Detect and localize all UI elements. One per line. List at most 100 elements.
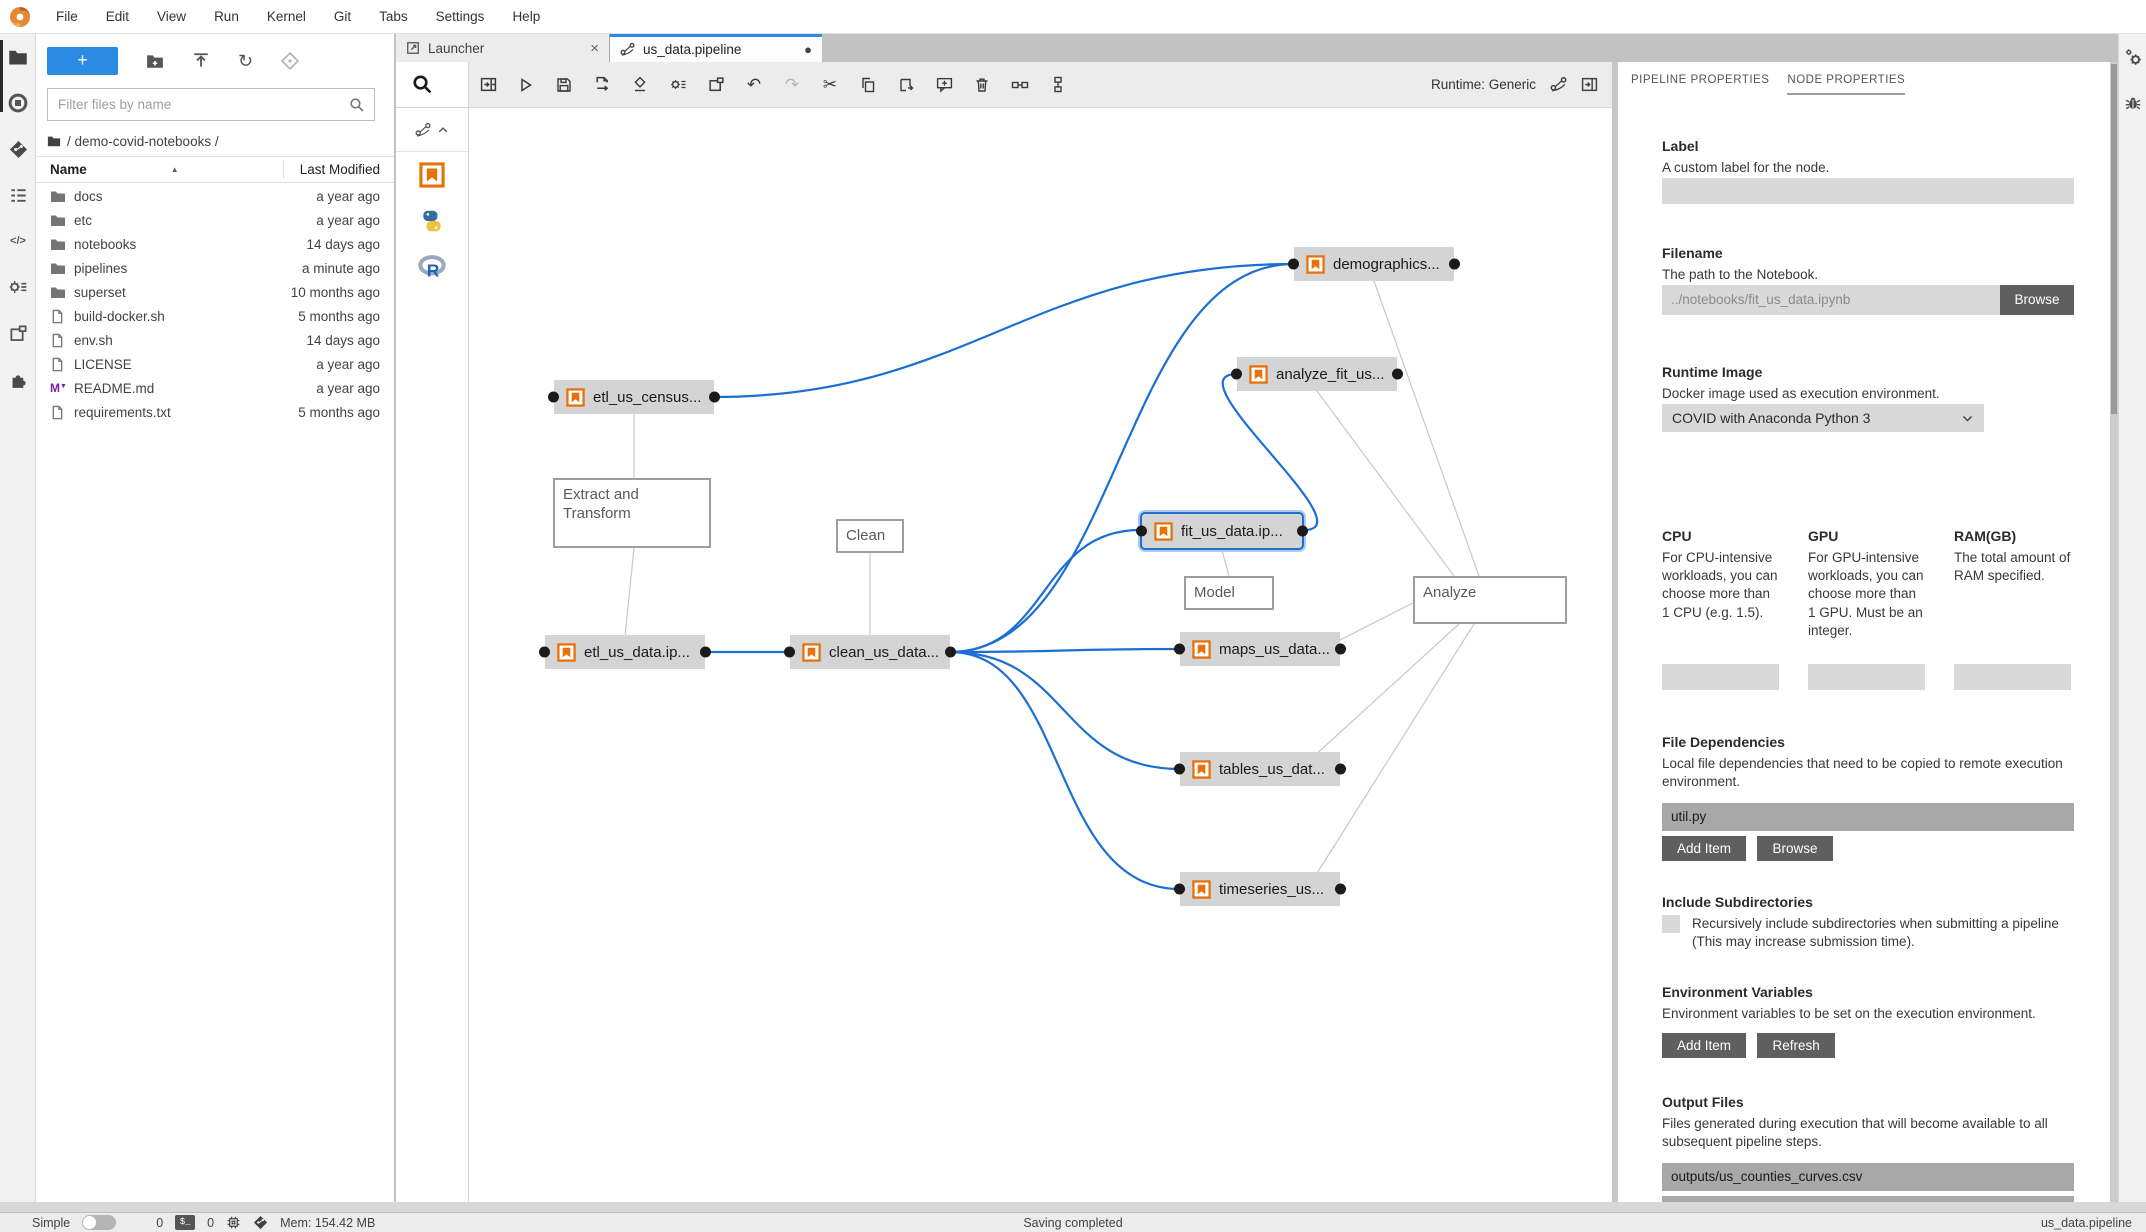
extension-manager-puzzle-icon[interactable] (0, 356, 36, 402)
menu-run[interactable]: Run (214, 8, 239, 24)
gpu-input[interactable] (1808, 664, 1925, 690)
arrange-vertically-icon[interactable] (1039, 62, 1077, 108)
comment-analyze[interactable]: Analyze (1413, 576, 1567, 624)
tab-us-data-pipeline[interactable]: us_data.pipeline ● (610, 34, 822, 62)
unsaved-changes-dot[interactable]: ● (804, 42, 812, 57)
node-fit-us-data-selected[interactable]: fit_us_data.ip... (1136, 512, 1308, 550)
output-port[interactable] (1449, 258, 1460, 270)
open-panel-icon[interactable] (469, 62, 507, 108)
property-inspector-gears-icon[interactable] (2119, 34, 2146, 80)
palette-search-cell[interactable] (396, 62, 468, 108)
label-input[interactable] (1662, 178, 2074, 204)
copy-icon[interactable] (849, 62, 887, 108)
browse-button[interactable]: Browse (1757, 836, 1833, 862)
output-port[interactable] (1335, 883, 1346, 895)
input-port[interactable] (1174, 643, 1185, 655)
input-port[interactable] (1231, 368, 1242, 380)
runtime-image-select[interactable]: COVID with Anaconda Python 3 (1662, 404, 1984, 432)
output-port[interactable] (1392, 368, 1403, 380)
close-icon[interactable]: × (590, 39, 599, 57)
input-port[interactable] (1288, 258, 1299, 270)
terminal-icon[interactable]: $_ (175, 1215, 196, 1230)
running-kernels-icon[interactable] (0, 80, 36, 126)
properties-scrollbar[interactable] (2110, 62, 2118, 1202)
output-port[interactable] (1297, 525, 1308, 537)
input-port[interactable] (539, 646, 550, 658)
palette-header[interactable] (396, 108, 468, 152)
pipeline-canvas[interactable]: Extract and Transform Clean Model Analyz… (469, 108, 1612, 1202)
pipeline-components-icon[interactable] (0, 310, 36, 356)
column-last-modified[interactable]: Last Modified (299, 162, 380, 177)
filename-browse-button[interactable]: Browse (2000, 285, 2074, 315)
file-filter-input[interactable] (48, 97, 349, 112)
node-maps-us-data[interactable]: maps_us_data... (1174, 632, 1346, 666)
menu-view[interactable]: View (157, 8, 187, 24)
undo-icon[interactable]: ↶ (746, 75, 762, 94)
git-status-icon[interactable] (253, 1215, 268, 1230)
output-port[interactable] (1335, 763, 1346, 775)
add-item-button[interactable]: Add Item (1662, 836, 1747, 862)
output-port[interactable] (945, 646, 956, 658)
save-icon[interactable] (545, 62, 583, 108)
menu-edit[interactable]: Edit (105, 8, 130, 24)
input-port[interactable] (548, 391, 559, 403)
new-folder-icon[interactable] (146, 52, 164, 70)
node-etl-us-data[interactable]: etl_us_data.ip... (539, 635, 711, 669)
menu-help[interactable]: Help (512, 8, 541, 24)
export-pipeline-icon[interactable] (583, 62, 621, 108)
output-port[interactable] (709, 391, 720, 403)
node-analyze-fit-us[interactable]: analyze_fit_us... (1231, 357, 1403, 391)
palette-item-python[interactable] (396, 198, 468, 244)
table-of-contents-icon[interactable] (0, 172, 36, 218)
property-inspector-icon[interactable] (0, 264, 36, 310)
new-launcher-button[interactable]: + (47, 47, 118, 75)
cpu-input[interactable] (1662, 664, 1779, 690)
menu-git[interactable]: Git (333, 8, 352, 24)
toggle-properties-panel-icon[interactable] (1581, 76, 1598, 93)
output-file-item[interactable]: outputs/us_counties_curves_meta.json (1662, 1196, 2074, 1202)
output-port[interactable] (1335, 643, 1346, 655)
pipeline-components-icon[interactable] (697, 62, 735, 108)
palette-item-r[interactable]: R (396, 244, 468, 290)
menu-tabs[interactable]: Tabs (379, 8, 408, 24)
menu-settings[interactable]: Settings (435, 8, 485, 24)
palette-item-notebook[interactable] (396, 152, 468, 198)
menu-kernel[interactable]: Kernel (266, 8, 306, 24)
node-tables-us-data[interactable]: tables_us_dat... (1174, 752, 1346, 786)
node-timeseries-us[interactable]: timeseries_us... (1174, 872, 1346, 906)
cut-icon[interactable]: ✂ (822, 75, 838, 94)
paste-icon[interactable] (887, 62, 925, 108)
debugger-bug-icon[interactable] (2119, 80, 2146, 126)
runtime-config-icon[interactable] (659, 62, 697, 108)
clear-pipeline-icon[interactable] (621, 62, 659, 108)
upload-icon[interactable] (192, 52, 210, 70)
filename-input[interactable]: ../notebooks/fit_us_data.ipynb (1662, 285, 2000, 315)
input-port[interactable] (1174, 883, 1185, 895)
menu-file[interactable]: File (56, 8, 78, 24)
add-comment-icon[interactable] (925, 62, 963, 108)
output-port[interactable] (700, 646, 711, 658)
ram-input[interactable] (1954, 664, 2071, 690)
output-file-item[interactable]: outputs/us_counties_curves.csv (1662, 1163, 2074, 1192)
scrollbar-thumb[interactable] (2111, 64, 2117, 414)
delete-icon[interactable] (963, 62, 1001, 108)
node-etl-us-census[interactable]: etl_us_census... (548, 380, 720, 414)
sort-ascending-icon[interactable]: ▲ (170, 165, 179, 174)
kernel-chip-icon[interactable] (226, 1215, 241, 1230)
include-subdirectories-checkbox[interactable] (1662, 915, 1680, 933)
column-name[interactable]: Name (50, 162, 87, 177)
simple-mode-toggle[interactable] (82, 1215, 117, 1230)
input-port[interactable] (784, 646, 795, 658)
node-clean-us-data[interactable]: clean_us_data... (784, 635, 956, 669)
node-demographics[interactable]: demographics... (1288, 247, 1460, 281)
